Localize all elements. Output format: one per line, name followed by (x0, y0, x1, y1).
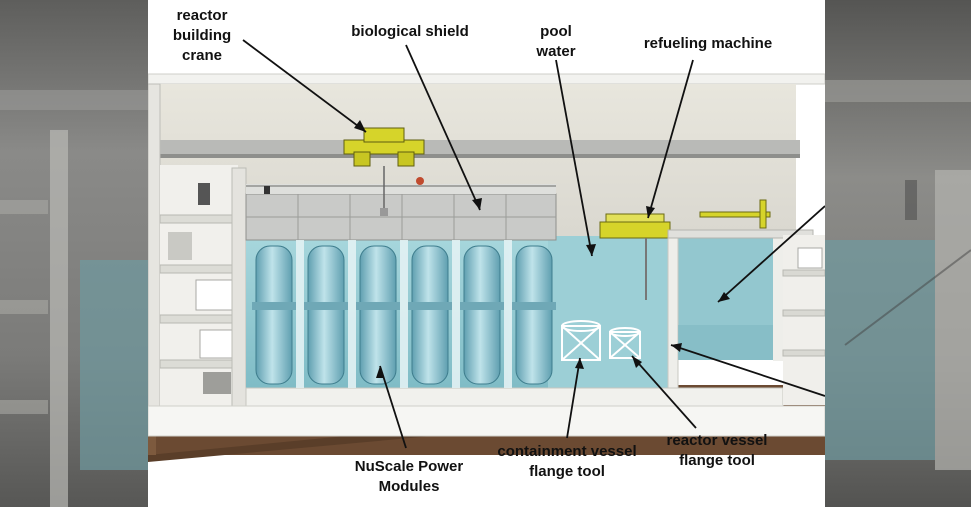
pool-floor (245, 387, 784, 407)
blurred-left-art (0, 90, 148, 507)
arrow-heads (354, 120, 730, 378)
reactor-building-diagram: reactor building crane biological shield… (148, 0, 825, 507)
label-nuscale-power-modules: NuScale Power Modules (354, 458, 464, 495)
reactor-building-crane-art (343, 127, 425, 216)
refueling-machine-art (599, 199, 814, 300)
left-wall (148, 83, 161, 415)
label-pool-water: pool water (536, 23, 576, 60)
label-refueling-machine: refueling machine (643, 35, 773, 52)
blurred-right-art (825, 80, 971, 470)
main-pool-water (548, 236, 668, 388)
blurred-background-right (825, 0, 971, 507)
leader-lines (242, 39, 825, 449)
crane-rail (160, 140, 800, 156)
label-reactor-vessel-flange-tool: reactor vessel flange tool (666, 432, 768, 469)
containment-vessel-flange-tool-stand (561, 320, 601, 361)
reactor-vessel-flange-tool-stand (609, 327, 641, 359)
label-biological-shield: biological shield (351, 23, 469, 40)
building-cutaway (148, 39, 825, 462)
label-reactor-building-crane: reactor building crane (172, 7, 232, 64)
blurred-background-left (0, 0, 148, 507)
label-containment-vessel-flange-tool: containment vessel flange tool (497, 443, 637, 480)
roof-slab (148, 73, 825, 85)
power-modules (252, 245, 556, 385)
